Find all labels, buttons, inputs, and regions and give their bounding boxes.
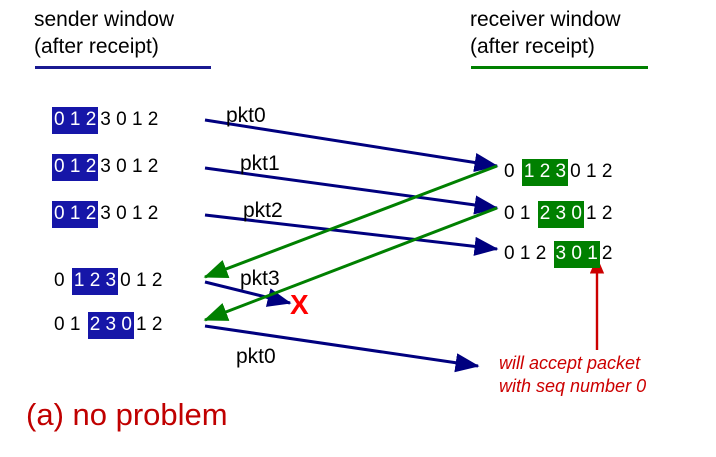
ack-arrows — [203, 164, 498, 322]
receiver-seq-before: 0 1 2 — [504, 243, 552, 264]
sender-heading-line1: sender window — [34, 8, 175, 31]
receiver-window-highlight: 3 0 1 — [553, 241, 600, 268]
sender-seq-after: 3 0 1 2 — [100, 156, 159, 177]
annotation-line2: with seq number 0 — [499, 376, 647, 396]
ack0-arrow — [203, 164, 498, 279]
receiver-heading-underline — [471, 66, 648, 69]
sender-heading-line2: (after receipt) — [34, 35, 159, 58]
pkt-label-3: pkt3 — [240, 267, 280, 290]
receiver-heading-line2: (after receipt) — [470, 35, 595, 58]
sender-seq-before: 0 — [54, 270, 70, 291]
sender-window-highlight: 0 1 2 — [52, 107, 99, 134]
receiver-seq-before: 0 1 — [504, 203, 536, 224]
sender-window-heading: sender window (after receipt) — [34, 6, 174, 60]
sender-window-highlight: 0 1 2 — [52, 201, 99, 228]
pkt0-retransmit-arrow — [204, 324, 480, 373]
sender-seq-after: 3 0 1 2 — [100, 203, 159, 224]
sender-seq-after: 1 2 — [135, 314, 163, 335]
pkt-label-1: pkt1 — [240, 152, 280, 175]
pkt1-arrow — [204, 166, 499, 215]
figure-caption: (a) no problem — [26, 397, 228, 432]
annotation-line1: will accept packet — [499, 353, 641, 373]
pkt3-arrow — [204, 280, 292, 307]
sender-window-highlight: 0 1 2 — [52, 154, 99, 181]
sender-seq-before: 0 1 — [54, 314, 86, 335]
ack1-arrow — [203, 206, 498, 322]
receiver-seq-after: 1 2 — [585, 203, 613, 224]
pkt-label-0b: pkt0 — [236, 345, 276, 368]
sender-window-highlight: 1 2 3 — [71, 268, 119, 295]
sender-window-highlight: 2 3 0 — [87, 312, 134, 339]
pkt2-arrow — [204, 213, 499, 256]
receiver-seq-after: 0 1 2 — [570, 161, 613, 182]
receiver-window-highlight: 1 2 3 — [521, 159, 569, 186]
pkt0-arrow — [204, 118, 499, 172]
pkt-label-2: pkt2 — [243, 199, 283, 222]
receiver-window-heading: receiver window (after receipt) — [470, 6, 621, 60]
receiver-window-highlight: 2 3 0 — [537, 201, 584, 228]
receiver-heading-line1: receiver window — [470, 8, 621, 31]
receiver-seq-before: 0 — [504, 161, 520, 182]
packet-loss-x-icon: X — [290, 289, 309, 320]
receiver-annotation: will accept packet with seq number 0 — [499, 352, 646, 398]
sender-seq-after: 0 1 2 — [120, 270, 163, 291]
packet-arrows — [204, 118, 499, 373]
sender-heading-underline — [35, 66, 211, 69]
pkt-label-0: pkt0 — [226, 104, 266, 127]
receiver-seq-after: 2 — [601, 243, 613, 264]
sender-seq-after: 3 0 1 2 — [100, 109, 159, 130]
